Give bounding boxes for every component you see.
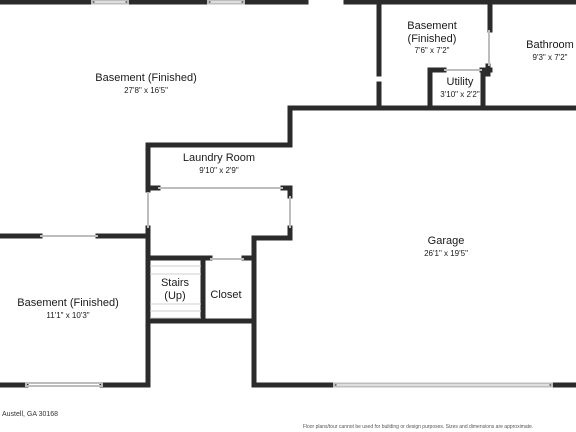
room-dimensions: 27'8" x 16'5" <box>124 85 168 95</box>
room-basement-left: Basement (Finished) 11'1" x 10'3" <box>17 297 119 320</box>
room-name: Basement (Finished) <box>407 20 457 45</box>
windows <box>25 0 553 388</box>
room-garage: Garage 26'1" x 19'5" <box>424 235 468 258</box>
room-name: Laundry Room <box>182 152 256 164</box>
walls <box>0 0 576 388</box>
room-name: Garage <box>427 235 465 247</box>
room-dimensions: 7'6" x 7'2" <box>414 46 450 56</box>
room-dimensions: 9'10" x 2'9" <box>199 165 239 175</box>
room-laundry: Laundry Room 9'10" x 2'9" <box>183 152 255 175</box>
room-name: Basement (Finished) <box>95 72 197 84</box>
room-dimensions: 3'10" x 2'2" <box>440 89 480 99</box>
room-dimensions: 11'1" x 10'3" <box>46 310 90 320</box>
room-stairs: Stairs (Up) <box>161 277 189 302</box>
room-utility: Utility 3'10" x 2'2" <box>440 76 479 99</box>
stair-treads <box>150 265 201 319</box>
room-name: Utility <box>446 76 474 88</box>
footer-disclaimer: Floor plans/tour cannot be used for buil… <box>302 424 534 430</box>
room-closet: Closet <box>210 289 241 302</box>
room-bathroom: Bathroom 9'3" x 7'2" <box>526 39 574 62</box>
room-name: Basement (Finished) <box>17 297 119 309</box>
footer-address: Austell, GA 30168 <box>2 411 59 418</box>
room-basement-main: Basement (Finished) 27'8" x 16'5" <box>95 72 197 95</box>
room-name: Bathroom <box>526 39 574 51</box>
room-name: Closet <box>210 289 242 301</box>
stairs-label-line1: Stairs <box>160 277 190 289</box>
stairs-label-line2: (Up) <box>164 289 186 302</box>
room-dimensions: 9'3" x 7'2" <box>532 52 568 62</box>
room-basement-small: Basement (Finished) 7'6" x 7'2" <box>402 20 462 55</box>
room-dimensions: 26'1" x 19'5" <box>424 248 468 258</box>
